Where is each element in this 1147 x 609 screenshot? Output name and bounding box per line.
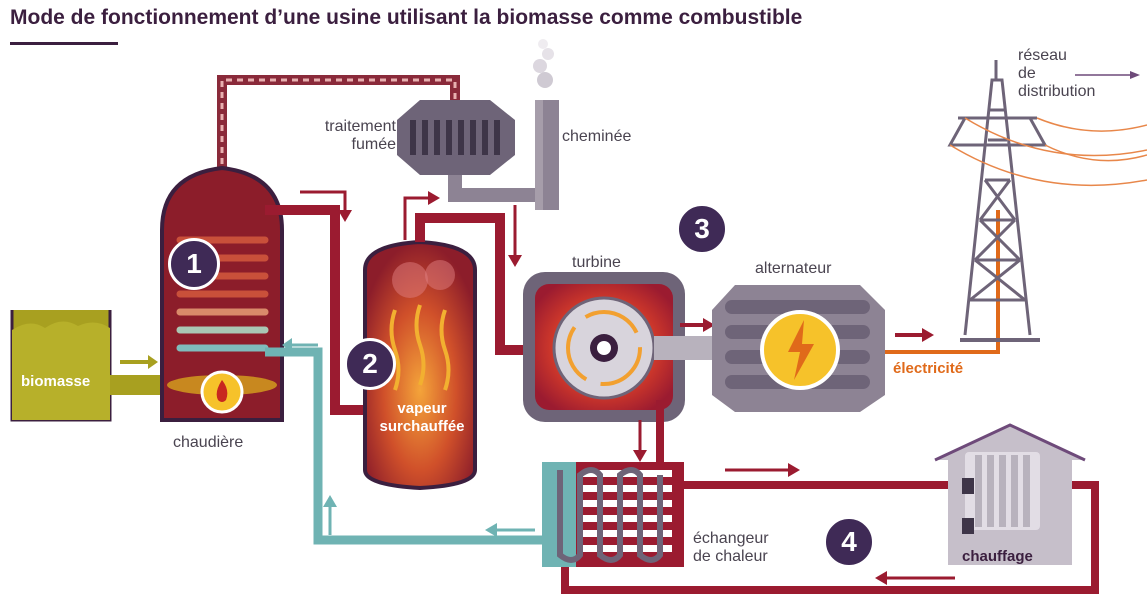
house bbox=[934, 423, 1086, 565]
step-badge-3: 3 bbox=[676, 203, 728, 255]
superheated-steam-pipe bbox=[415, 213, 528, 355]
diagram-title: Mode de fonctionnement d’une usine utili… bbox=[10, 6, 803, 29]
label-smoke-treatment-line1: traitement bbox=[324, 118, 396, 135]
chimney bbox=[533, 39, 559, 210]
power-lines bbox=[949, 117, 1147, 187]
smoke-treatment-unit bbox=[397, 100, 535, 202]
power-pylon bbox=[947, 60, 1048, 342]
label-smoke-treatment-line2: fumée bbox=[351, 136, 396, 153]
label-superheated-steam: vapeur surchauffée bbox=[370, 400, 474, 436]
label-chimney: cheminée bbox=[562, 128, 632, 145]
return-pipe bbox=[265, 347, 570, 545]
label-biomass: biomasse bbox=[21, 373, 91, 390]
label-boiler: chaudière bbox=[173, 434, 244, 451]
label-smoke-treatment: traitement fumée bbox=[300, 118, 396, 154]
step-badge-2: 2 bbox=[344, 338, 396, 390]
label-alternator: alternateur bbox=[755, 260, 832, 277]
label-steam-line2: surchauffée bbox=[379, 418, 465, 435]
label-exchanger-line1: échangeur bbox=[693, 530, 769, 547]
turbine bbox=[523, 272, 714, 422]
step-badge-1: 1 bbox=[168, 238, 220, 290]
lightning-icon bbox=[788, 320, 814, 380]
label-grid-line3: distribution bbox=[1018, 83, 1096, 100]
electricity-line bbox=[885, 210, 1000, 354]
smoke-duct bbox=[217, 75, 460, 175]
steam-pipe bbox=[265, 205, 375, 415]
label-grid: réseau de distribution bbox=[1018, 47, 1095, 101]
label-heat-exchanger: échangeur de chaleur bbox=[693, 530, 769, 566]
alternator bbox=[712, 285, 885, 412]
biomass-hopper bbox=[10, 310, 170, 422]
title-underline bbox=[10, 42, 118, 45]
label-heating: chauffage bbox=[962, 548, 1033, 565]
label-turbine: turbine bbox=[572, 254, 621, 271]
label-steam-line1: vapeur bbox=[397, 400, 447, 417]
boiler bbox=[160, 165, 284, 422]
label-grid-line1: réseau bbox=[1018, 47, 1067, 64]
step-badge-4: 4 bbox=[823, 516, 875, 568]
heat-exchanger bbox=[542, 462, 684, 567]
label-electricity: électricité bbox=[893, 360, 964, 377]
label-grid-line2: de bbox=[1018, 65, 1036, 82]
superheater bbox=[363, 239, 477, 491]
label-exchanger-line2: de chaleur bbox=[693, 548, 768, 565]
